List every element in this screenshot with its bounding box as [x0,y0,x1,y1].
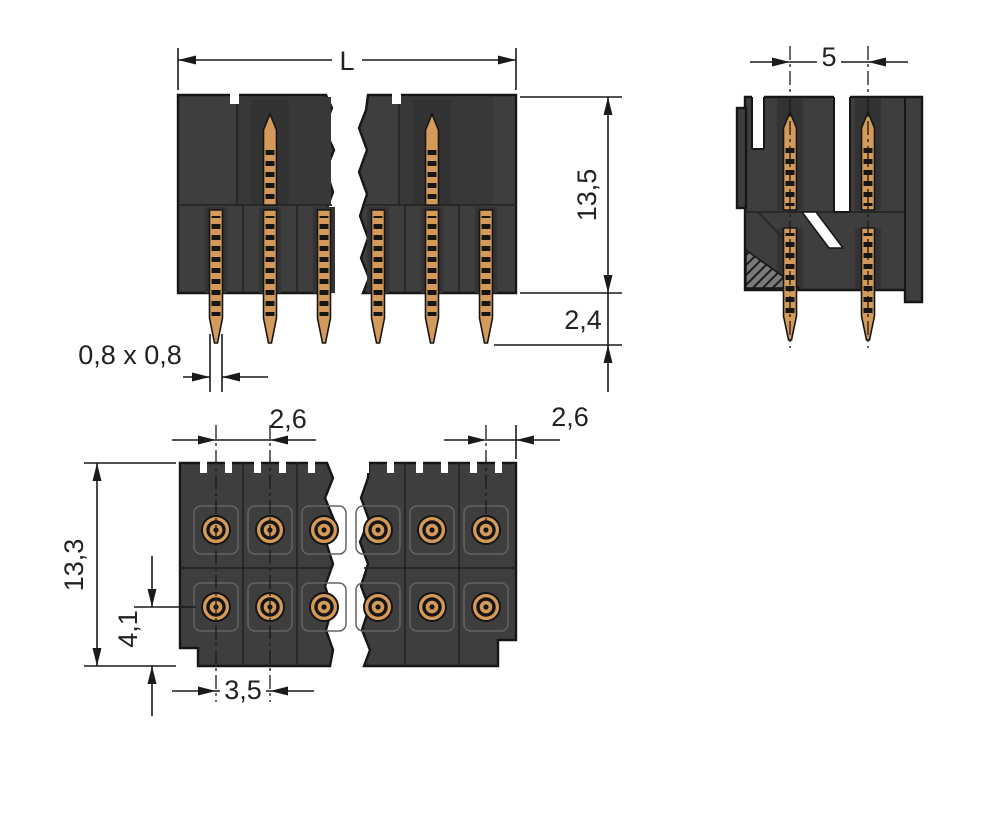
solder-pin [262,113,278,206]
side-body [735,92,924,304]
bottom-centerlines [215,425,487,702]
dim-label-spacing-right: 2,6 [551,402,589,432]
side-view: 5 [735,42,924,348]
dim-label-row-edge: 4,1 [113,610,143,648]
dim-length-L: L [177,44,517,90]
dim-label-pin-spacing: 5 [821,42,836,72]
dim-label-height: 13,5 [572,169,602,222]
solder-pin [316,209,332,344]
dim-spacing-right-2-6: 2,6 [444,402,589,459]
dim-height-13-5: 13,5 [520,96,622,294]
solder-pin [208,209,224,344]
dim-label-pin-cross-section: 0,8 x 0,8 [78,340,182,370]
solder-pin [478,209,494,344]
side-centerlines [789,46,869,348]
dim-depth-13-3: 13,3 [59,462,176,667]
dim-protrusion-2-4: 2,4 [494,293,622,392]
dim-label-depth: 13,3 [59,539,89,592]
front-view: L 13,5 2,4 0,8 x 0,8 [78,44,622,392]
dim-label-pitch: 3,5 [224,675,262,705]
dim-label-protrusion: 2,4 [564,305,602,335]
dim-pin-cross-section: 0,8 x 0,8 [78,334,268,392]
solder-pin [424,113,440,206]
front-body [176,92,518,295]
dim-pitch-3-5: 3,5 [172,675,314,705]
bottom-view: 2,6 2,6 13,3 4,1 [59,402,589,716]
solder-pin [262,209,278,344]
dim-label-length: L [339,46,354,76]
bottom-body [178,460,518,668]
dim-label-spacing-left: 2,6 [269,404,307,434]
solder-pin [370,209,386,344]
dim-spacing-left-2-6: 2,6 [172,404,316,445]
solder-pin [424,209,440,344]
dim-row-edge-4-1: 4,1 [113,556,196,716]
bottom-body-right-block [358,461,518,668]
bottom-body-left-block [178,461,336,668]
dim-pin-spacing-5: 5 [750,42,908,72]
